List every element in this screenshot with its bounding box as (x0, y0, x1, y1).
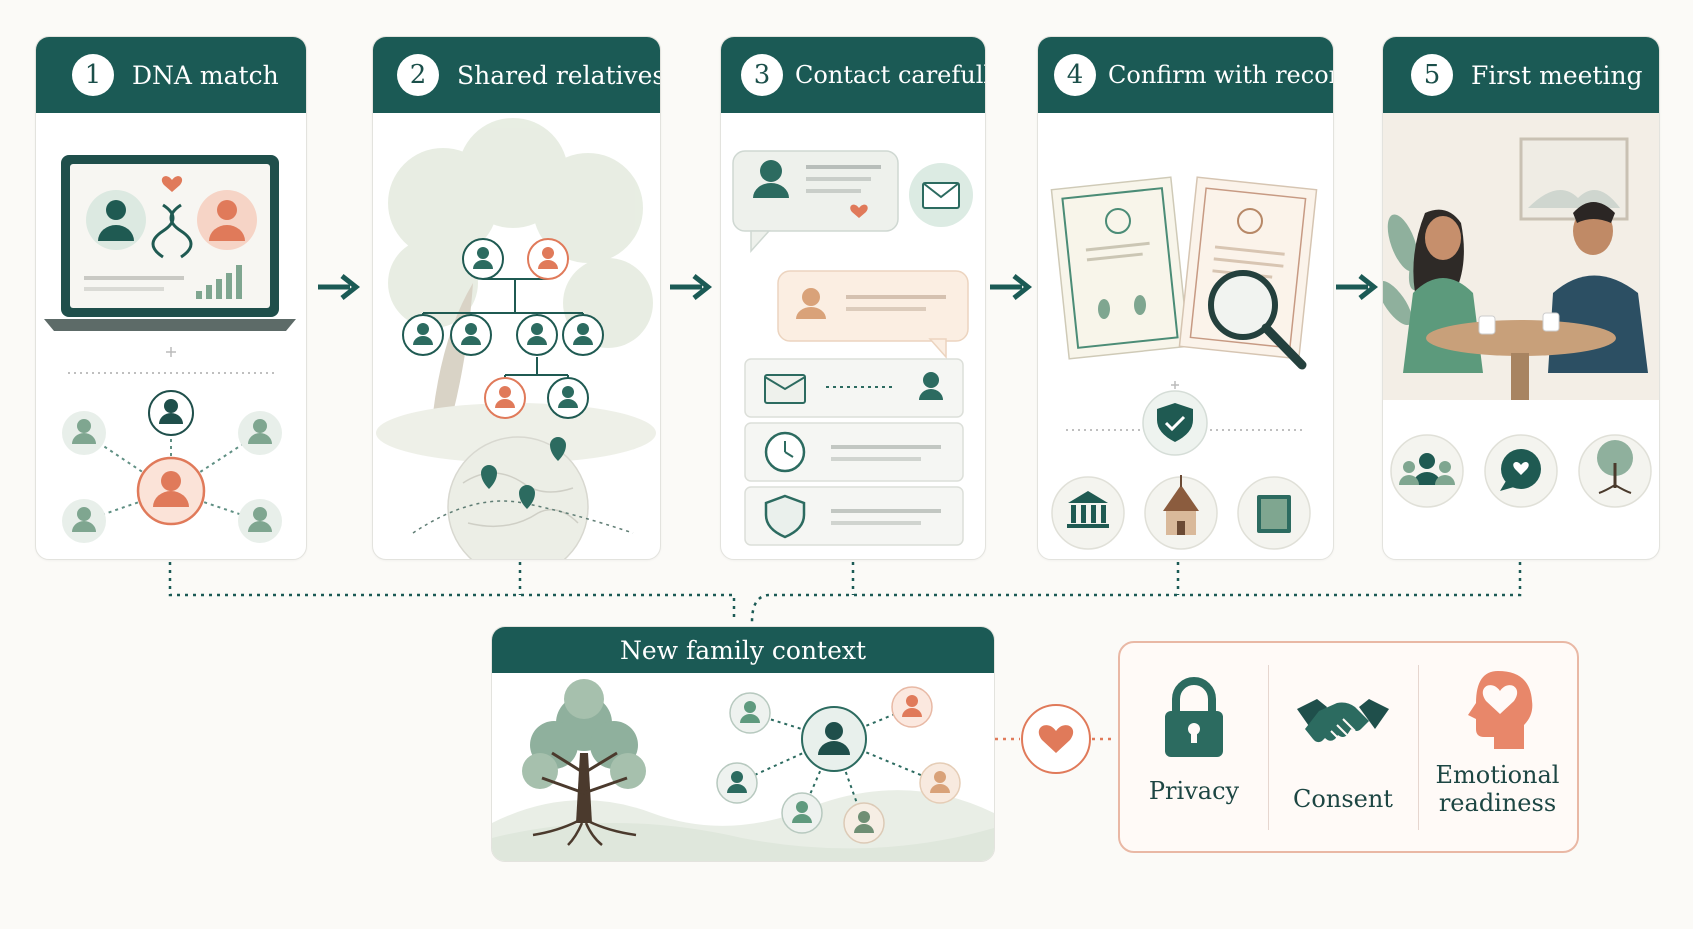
tree-icon (522, 679, 646, 846)
step-title: First meeting (1471, 60, 1643, 90)
step-number: 5 (1411, 54, 1453, 96)
laptop-icon (44, 155, 296, 331)
step-card-confirm-records: 4 Confirm with records (1037, 36, 1334, 560)
records-illustration (1050, 176, 1318, 550)
context-header: New family context (492, 627, 994, 673)
family-group-icon (1390, 434, 1464, 508)
step-number: 3 (741, 54, 783, 96)
step-title: Confirm with records (1108, 61, 1333, 89)
value-emotional-readiness: Emotional readiness (1418, 643, 1577, 851)
guiding-values-panel: Privacy Consent Emotional readiness (1118, 641, 1579, 853)
step-header: 3 Contact carefully (721, 37, 985, 113)
family-network-illustration (492, 679, 994, 861)
step-card-first-meeting: 5 First meeting (1382, 36, 1660, 560)
step-title: Contact carefully (795, 61, 986, 89)
step-title: DNA match (132, 60, 279, 90)
step-card-contact-carefully: 3 Contact carefully (720, 36, 986, 560)
step-number: 4 (1054, 54, 1096, 96)
family-tree-illustration (376, 118, 656, 559)
map-globe-icon (412, 436, 634, 559)
certificate-icon (1050, 176, 1190, 360)
context-title: New family context (619, 635, 867, 665)
arrow-right-icon (670, 274, 712, 300)
rooted-tree-icon (1578, 434, 1652, 508)
padlock-icon (1165, 677, 1223, 757)
head-heart-icon (1467, 671, 1532, 749)
heart-link-icon (1021, 704, 1091, 774)
step-header: 2 Shared relatives (373, 37, 660, 113)
arrow-right-icon (990, 274, 1032, 300)
meeting-illustration (1383, 113, 1659, 508)
step-card-dna-match: 1 DNA match (35, 36, 307, 560)
step-card-shared-relatives: 2 Shared relatives (372, 36, 661, 560)
message-bubble-icon (732, 150, 899, 253)
arrow-right-icon (1336, 274, 1378, 300)
value-consent: Consent (1268, 643, 1418, 851)
step-header: 1 DNA match (36, 37, 306, 113)
contact-illustration (732, 150, 973, 546)
step-title: Shared relatives (457, 60, 661, 90)
church-icon (1144, 475, 1218, 550)
magnifier-icon (1208, 270, 1307, 370)
step-number: 1 (72, 54, 114, 96)
step-header: 4 Confirm with records (1038, 37, 1333, 113)
value-label: Privacy (1148, 777, 1240, 805)
archive-building-icon (1051, 476, 1125, 550)
value-label: Consent (1293, 785, 1393, 813)
arrow-right-icon (318, 274, 360, 300)
heart-chat-icon (1484, 434, 1558, 508)
handshake-icon (1297, 699, 1389, 743)
step-header: 5 First meeting (1383, 37, 1659, 113)
step-number: 2 (397, 54, 439, 96)
dna-match-illustration (44, 155, 296, 543)
value-privacy: Privacy (1120, 643, 1268, 851)
new-family-context-panel: New family context (491, 626, 995, 862)
record-book-icon (1237, 476, 1311, 550)
value-label: Emotional readiness (1435, 761, 1560, 817)
